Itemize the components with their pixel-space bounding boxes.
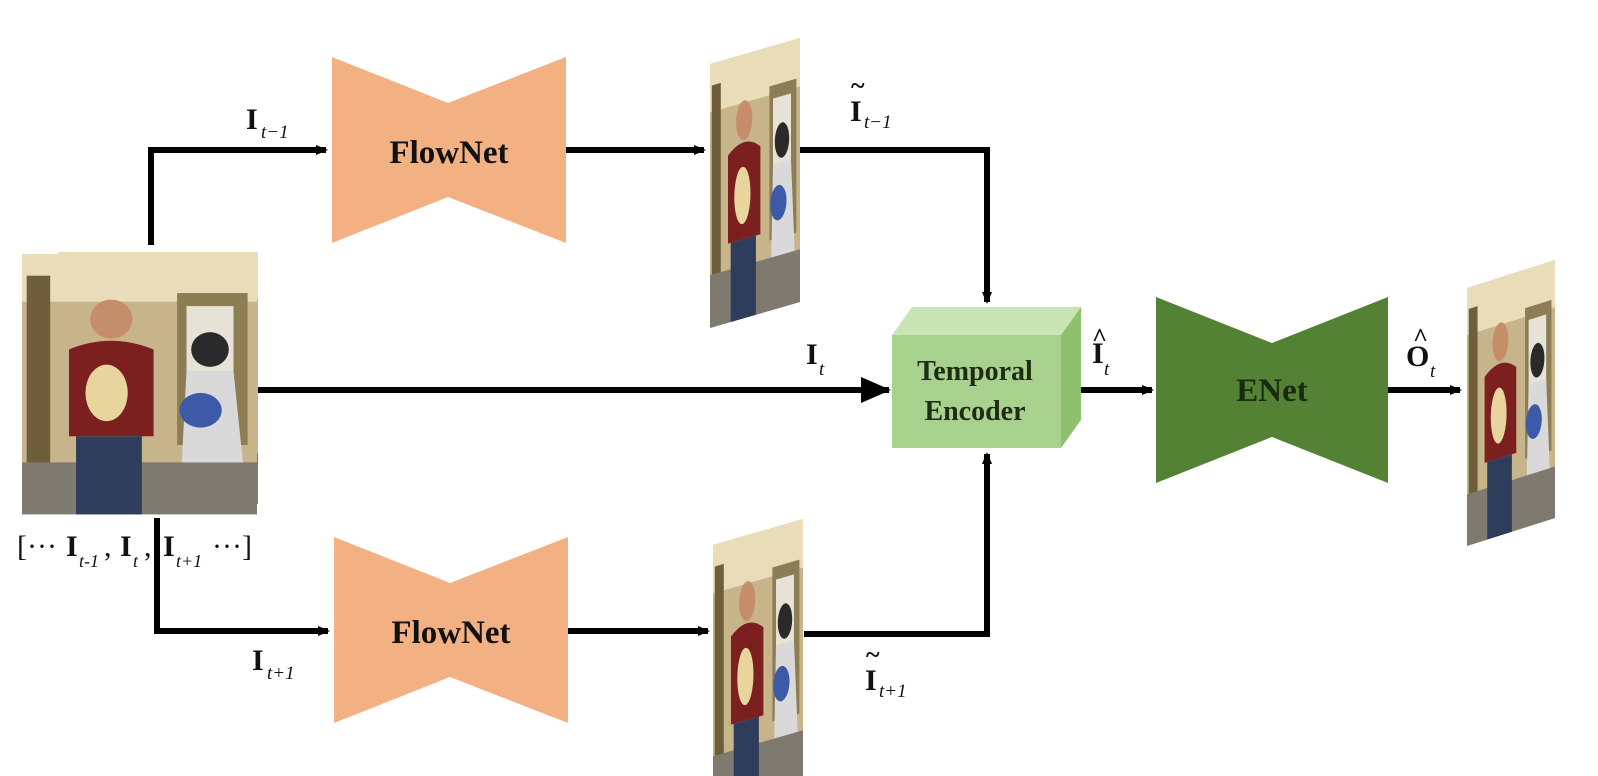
arrow-warped-top-to-encoder	[800, 147, 992, 304]
svg-text:^: ^	[1092, 323, 1107, 352]
svg-text:t+1: t+1	[267, 663, 295, 684]
svg-text:~: ~	[851, 71, 865, 100]
svg-text:t+1: t+1	[879, 681, 907, 702]
svg-text:t+1: t+1	[176, 551, 202, 571]
flownet-top-label: FlowNet	[389, 135, 508, 171]
enet-block	[1156, 297, 1388, 483]
svg-text:I: I	[66, 530, 78, 563]
label-warped-bottom: ~ I t+1	[865, 640, 907, 702]
output-frame	[1467, 260, 1555, 546]
svg-text:···]: ···]	[212, 530, 252, 563]
enet-label: ENet	[1236, 373, 1307, 409]
svg-text:t: t	[133, 551, 139, 571]
arrow-to-flownet-bottom	[154, 518, 330, 636]
label-bottom-input: I t+1	[252, 644, 295, 684]
svg-text:I: I	[865, 664, 877, 697]
svg-text:t: t	[1430, 361, 1436, 382]
temporal-encoder-label-line1: Temporal	[917, 356, 1033, 387]
temporal-encoder-label-line2: Encoder	[924, 396, 1025, 427]
svg-text:[···: [···	[17, 530, 57, 563]
svg-text:I: I	[806, 338, 818, 371]
svg-text:,: ,	[144, 530, 152, 563]
svg-text:t−1: t−1	[261, 122, 289, 143]
input-frame-stack	[22, 252, 258, 515]
label-output: ^ O t	[1406, 323, 1436, 382]
warped-frame-top	[710, 38, 800, 328]
svg-text:t: t	[1104, 359, 1110, 380]
label-top-input: I t−1	[246, 103, 289, 143]
svg-text:I: I	[163, 530, 175, 563]
temporal-encoder-block	[892, 307, 1081, 448]
frame-sequence-label: [··· I t-1 , I t , I t+1 ···]	[17, 530, 252, 571]
svg-text:I: I	[252, 644, 264, 677]
svg-text:I: I	[850, 95, 862, 128]
flownet-top-block	[332, 57, 566, 243]
label-encoded: ^ I t	[1092, 323, 1110, 380]
flownet-bottom-block	[334, 537, 568, 723]
svg-text:~: ~	[866, 640, 880, 669]
label-warped-top: ~ I t−1	[850, 71, 892, 133]
svg-text:t: t	[819, 359, 825, 380]
svg-text:t−1: t−1	[864, 112, 892, 133]
arrow-to-flownet-top	[148, 145, 328, 245]
svg-text:t-1: t-1	[79, 551, 99, 571]
svg-text:I: I	[1092, 337, 1104, 370]
flownet-bottom-label: FlowNet	[391, 615, 510, 651]
label-middle-input: I t	[806, 338, 825, 380]
svg-text:O: O	[1406, 340, 1429, 373]
svg-text:I: I	[120, 530, 132, 563]
svg-text:I: I	[246, 103, 258, 136]
svg-text:^: ^	[1413, 323, 1428, 352]
warped-frame-bottom	[713, 519, 803, 776]
arrow-warped-bottom-to-encoder	[804, 452, 992, 637]
svg-text:,: ,	[104, 530, 112, 563]
